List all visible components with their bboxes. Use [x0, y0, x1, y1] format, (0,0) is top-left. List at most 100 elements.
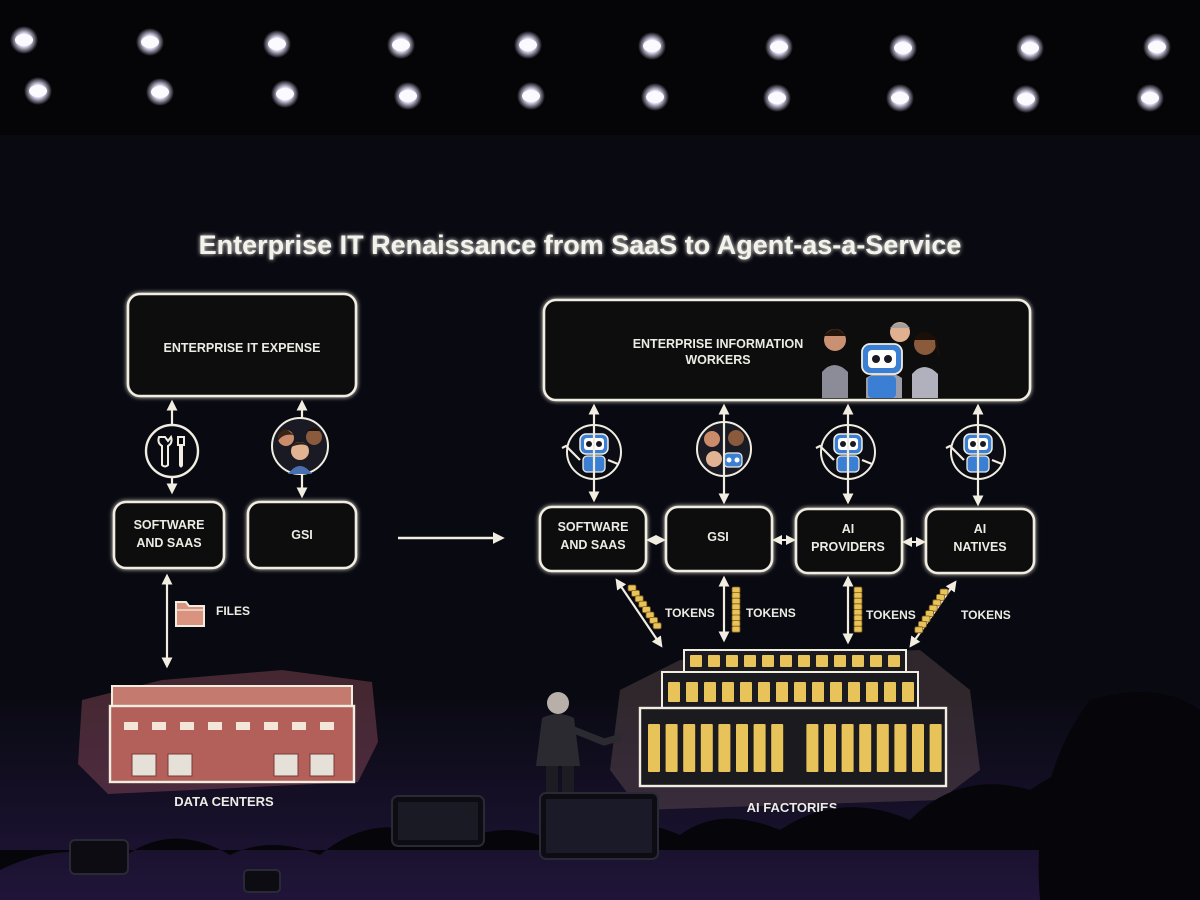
server-slot [668, 682, 680, 702]
ceiling-light-core [276, 88, 294, 100]
server-slot [824, 724, 836, 772]
tokens-label-4: TOKENS [961, 608, 1011, 622]
ceiling-light-core [894, 42, 912, 54]
token-stack-icon [627, 584, 662, 630]
server-slot [690, 655, 702, 667]
window [236, 722, 250, 730]
ceiling-light-core [522, 90, 540, 102]
server-slot [771, 724, 784, 772]
server-slot [648, 724, 660, 772]
server-slot [740, 682, 752, 702]
server-slot [718, 724, 731, 772]
right-ai-providers-label-line2: PROVIDERS [811, 540, 885, 554]
right-ai-natives-label-line2: NATIVES [953, 540, 1006, 554]
left-software-label-line2: AND SAAS [136, 536, 201, 550]
tools-icon [144, 423, 200, 479]
server-slot [884, 682, 896, 702]
server-slot [870, 655, 882, 667]
left-gsi-box [246, 500, 358, 570]
ceiling-light-core [29, 85, 47, 97]
server-slot [834, 655, 846, 667]
window [124, 722, 138, 730]
server-slot [665, 724, 678, 772]
ceiling-light-core [770, 41, 788, 53]
server-slot [798, 655, 810, 667]
server-slot [841, 724, 854, 772]
server-slot [888, 655, 900, 667]
presenter [536, 692, 622, 794]
server-slot [744, 655, 756, 667]
token-stack-icon [853, 586, 863, 633]
data-centers-caption: DATA CENTERS [174, 794, 274, 809]
ceiling-light-core [268, 38, 286, 50]
server-slot [866, 682, 878, 702]
right-ai-providers-label-line1: AI [842, 522, 855, 536]
slide-title: Enterprise IT Renaissance from SaaS to A… [199, 230, 962, 260]
server-slot [700, 724, 713, 772]
ceiling-light-core [392, 39, 410, 51]
ceiling-light-core [1017, 93, 1035, 105]
server-slot [736, 724, 748, 772]
enterprise-workers-box [542, 298, 1032, 402]
enterprise-workers-label-line1: ENTERPRISE INFORMATION [633, 337, 804, 351]
server-slot [902, 682, 914, 702]
server-slot [753, 724, 766, 772]
server-slot [758, 682, 770, 702]
server-slot [929, 724, 942, 772]
server-slot [848, 682, 860, 702]
window [180, 722, 194, 730]
server-slot [780, 655, 792, 667]
ceiling-light-core [151, 86, 169, 98]
server-slot [876, 724, 889, 772]
server-slot [894, 724, 907, 772]
server-slot [704, 682, 716, 702]
workers-with-robot-icon [822, 322, 941, 398]
left-software-label-line1: SOFTWARE [134, 518, 205, 532]
server-slot [852, 655, 864, 667]
ceiling-light-core [1021, 42, 1039, 54]
server-slot [708, 655, 720, 667]
server-slot [762, 655, 774, 667]
server-slot [794, 682, 806, 702]
ceiling-light-core [15, 34, 33, 46]
window [208, 722, 222, 730]
people-icon [271, 417, 329, 475]
server-slot [830, 682, 842, 702]
server-slot [816, 655, 828, 667]
server-slot [912, 724, 924, 772]
ceiling-light-core [646, 91, 664, 103]
left-software-saas-box [112, 500, 226, 570]
server-slot [726, 655, 738, 667]
ceiling-light-core [643, 40, 661, 52]
files-label: FILES [216, 604, 250, 618]
ceiling-light-core [519, 39, 537, 51]
server-slot [776, 682, 788, 702]
right-box-3 [924, 507, 1036, 575]
tokens-label-2: TOKENS [746, 606, 796, 620]
right-gsi-label: GSI [707, 530, 729, 544]
ceiling-light-core [768, 92, 786, 104]
ai-factories-caption: AI FACTORIES [747, 800, 838, 815]
right-ai-natives-label-line1: AI [974, 522, 987, 536]
enterprise-workers-label-line2: WORKERS [685, 353, 750, 367]
server-slot [722, 682, 734, 702]
window [264, 722, 278, 730]
ceiling-light-core [891, 92, 909, 104]
ceiling-light-core [1148, 41, 1166, 53]
tokens-label-3: TOKENS [866, 608, 916, 622]
server-slot [686, 682, 698, 702]
enterprise-it-expense-label: ENTERPRISE IT EXPENSE [164, 341, 321, 355]
server-slot [683, 724, 696, 772]
window [320, 722, 334, 730]
audience-foreground [0, 692, 1200, 900]
ceiling-light-core [1141, 92, 1159, 104]
right-software-label-line2: AND SAAS [560, 538, 625, 552]
ceiling-truss [0, 0, 1200, 135]
token-stack-icon [731, 586, 741, 633]
left-gsi-label: GSI [291, 528, 313, 542]
token-stack-icon [914, 588, 949, 634]
folder-icon [175, 601, 205, 627]
server-slot [812, 682, 824, 702]
ceiling-light-core [399, 90, 417, 102]
